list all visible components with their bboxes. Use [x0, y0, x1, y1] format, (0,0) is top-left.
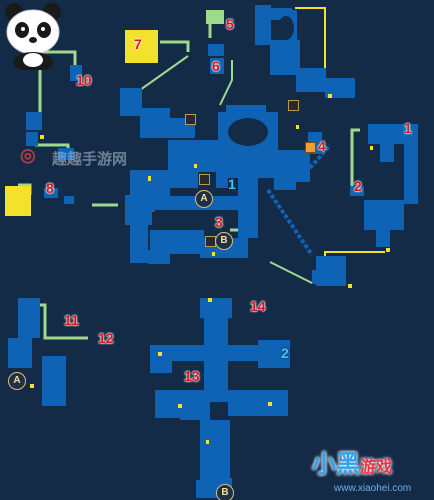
path-lower-diagonal	[269, 261, 313, 284]
path-room5	[208, 20, 218, 38]
diagonal-stairs	[266, 143, 332, 257]
panda-mascot-icon	[5, 3, 61, 70]
room-number-4: 4	[318, 138, 326, 154]
path-room9-10	[38, 50, 77, 118]
room-number-10: 10	[76, 72, 92, 88]
special-rooms	[206, 10, 224, 24]
watermark-url: www.xiaohei.com	[334, 483, 412, 494]
room-number-13: 13	[184, 368, 200, 384]
marker-b-upper: B	[215, 232, 233, 250]
room-5-marker	[206, 10, 224, 24]
watermark-brand-main: 小黑	[312, 451, 360, 478]
watermark-brand: 小黑游戏	[312, 444, 392, 479]
room-number-1: 1	[404, 120, 412, 136]
room-number-1-cyan: 1	[228, 176, 236, 192]
marker-a-lower: A	[8, 372, 26, 390]
watermark-brand-sub: 游戏	[360, 459, 393, 476]
room-number-8: 8	[46, 180, 54, 196]
path-room6	[219, 60, 233, 106]
room-number-11: 11	[64, 312, 79, 328]
path-room7-top	[160, 40, 190, 52]
room-number-5: 5	[226, 16, 234, 32]
watermark-logo-icon: ◎	[20, 145, 36, 165]
room-number-12: 12	[98, 330, 114, 346]
watermark-cn: 趣趣手游网	[52, 151, 128, 168]
sword-icon	[288, 100, 299, 111]
key-room-7	[125, 30, 158, 63]
path-room7	[139, 55, 189, 91]
item-markers	[30, 94, 390, 444]
room-number-3: 3	[215, 214, 223, 230]
treasure-chest-icon	[185, 114, 196, 125]
key-rooms	[5, 30, 158, 216]
marker-b-lower: B	[216, 484, 234, 500]
treasure-chest-icon	[305, 142, 316, 153]
room-blocks	[8, 5, 418, 498]
room-number-7: 7	[134, 36, 142, 52]
key-room-west	[5, 186, 31, 216]
room-number-6: 6	[212, 58, 220, 74]
statue-icon	[199, 174, 210, 185]
room-number-14: 14	[250, 298, 266, 314]
room-number-2-cyan: 2	[281, 345, 289, 361]
marker-a-upper: A	[195, 190, 213, 208]
room-number-2: 2	[354, 178, 362, 194]
path-room2-right	[350, 128, 360, 190]
path-top-right	[295, 7, 326, 80]
